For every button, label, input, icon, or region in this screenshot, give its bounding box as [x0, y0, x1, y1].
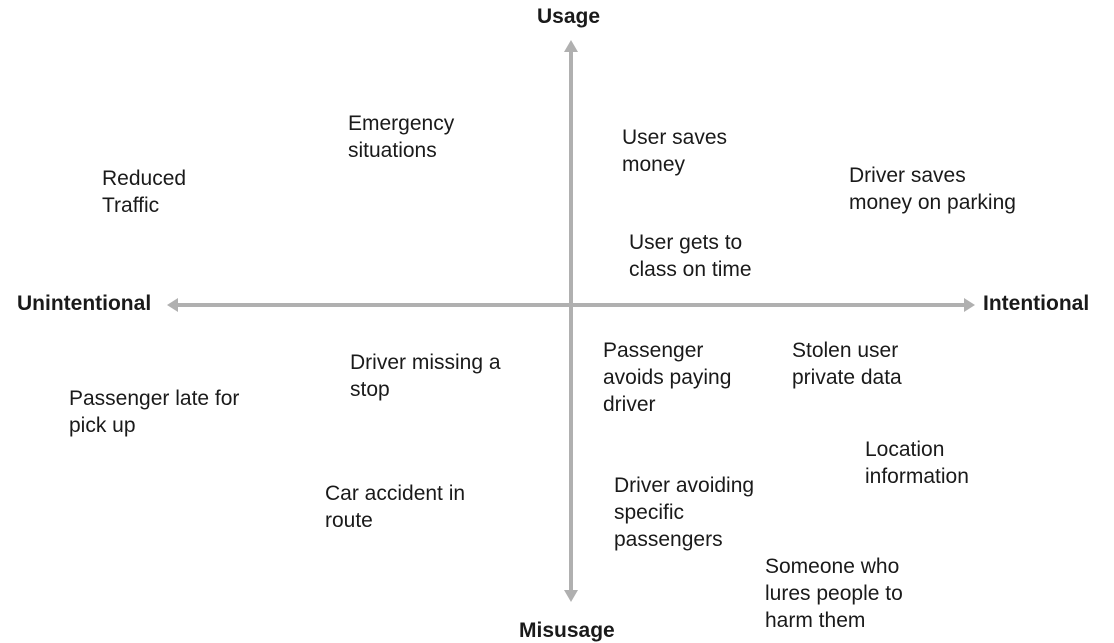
- item-driver-avoiding-passengers: Driver avoiding specific passengers: [614, 474, 755, 551]
- item-location-information: Location information: [865, 438, 969, 488]
- item-driver-missing-stop: Driver missing a stop: [350, 351, 501, 401]
- item-someone-lures: Someone who lures people to harm them: [765, 555, 903, 632]
- arrowhead-left: [167, 298, 178, 312]
- item-passenger-avoids-paying: Passenger avoids paying driver: [603, 339, 732, 416]
- item-reduced-traffic: Reduced Traffic: [102, 167, 187, 217]
- axis-label-intentional: Intentional: [983, 292, 1090, 315]
- item-car-accident: Car accident in route: [325, 482, 466, 532]
- arrowhead-right: [964, 298, 975, 312]
- axis-label-unintentional: Unintentional: [17, 292, 152, 315]
- axis-label-usage: Usage: [537, 5, 601, 28]
- item-driver-saves-parking: Driver saves money on parking: [849, 164, 1016, 214]
- item-user-class-on-time: User gets to class on time: [629, 231, 752, 281]
- item-emergency-situations: Emergency situations: [348, 112, 455, 162]
- item-passenger-late: Passenger late for pick up: [69, 387, 240, 437]
- arrowhead-up: [564, 40, 578, 52]
- item-user-saves-money: User saves money: [622, 126, 728, 176]
- item-stolen-data: Stolen user private data: [792, 339, 902, 389]
- arrowhead-down: [564, 590, 578, 602]
- axis-label-misusage: Misusage: [519, 619, 615, 642]
